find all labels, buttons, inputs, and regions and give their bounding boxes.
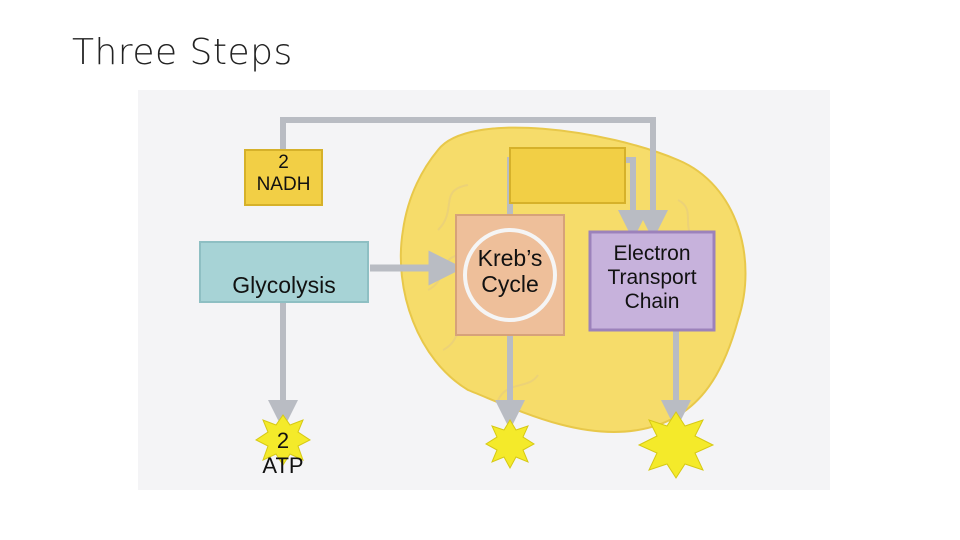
nadh-label: 2 NADH [245, 150, 322, 196]
diagram-graphic [138, 90, 830, 490]
nadh-label-name: NADH [256, 173, 311, 195]
krebs-label-line2: Cycle [481, 271, 539, 298]
atp-label-count: 2 [276, 428, 290, 453]
atp-starburst-glycolysis [255, 414, 311, 466]
krebs-label: Kreb’s Cycle [456, 245, 564, 298]
etc-label-line3: Chain [624, 290, 680, 314]
atp-label-name: ATP [262, 453, 304, 479]
etc-label: Electron Transport Chain [590, 242, 714, 314]
glycolysis-label: Glycolysis [232, 272, 336, 298]
atp-label: 2 ATP [243, 428, 323, 479]
atp-starburst-etc [637, 411, 715, 479]
glycolysis-box [199, 241, 369, 303]
krebs-nadh-box [509, 147, 626, 204]
krebs-label-line1: Kreb’s [477, 245, 543, 271]
cellular-respiration-diagram: 2 NADH Glycolysis Kreb’s Cycle Electron … [138, 90, 830, 490]
nadh-to-etc-arrow [280, 117, 668, 240]
slide-title: Three Steps [72, 32, 293, 73]
krebs-box [455, 214, 565, 336]
nadh-box [244, 149, 323, 206]
etc-label-line2: Transport [607, 266, 697, 290]
etc-box [588, 230, 716, 332]
krebs-cycle-circle [463, 228, 557, 322]
atp-starburst-krebs [485, 419, 535, 470]
etc-label-line1: Electron [613, 242, 691, 265]
nadh-label-count: 2 [278, 152, 289, 173]
